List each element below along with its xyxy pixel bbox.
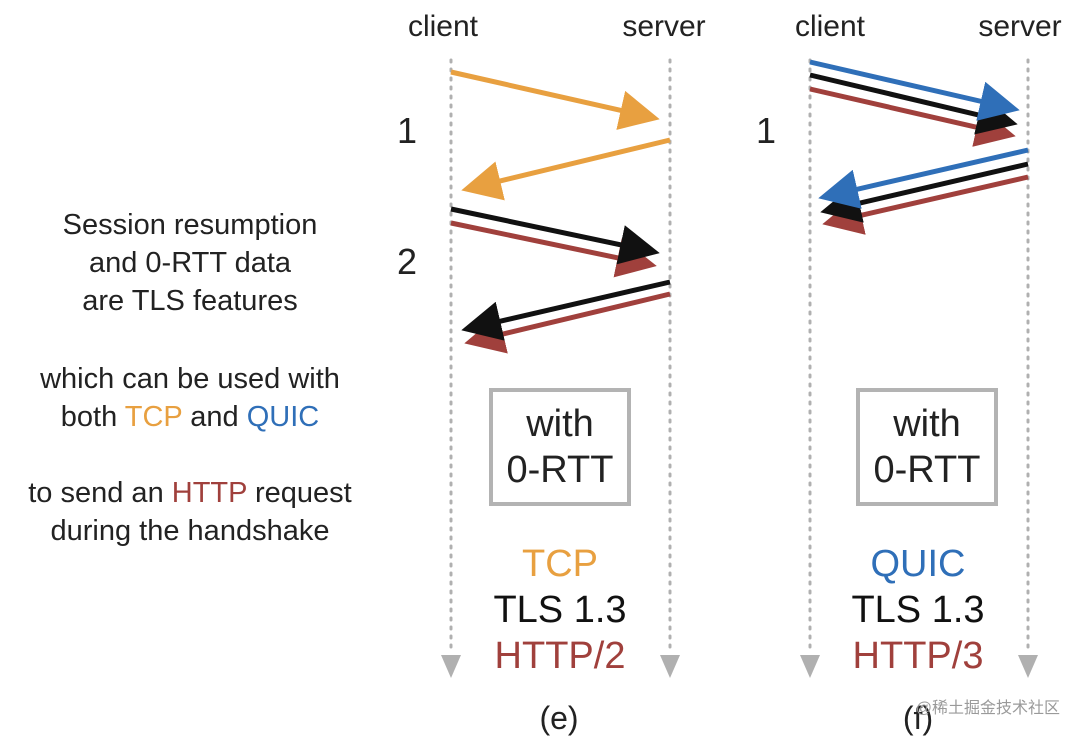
caption-e: (e): [539, 700, 579, 736]
protocol-stack-e: TCP TLS 1.3 HTTP/2: [450, 541, 670, 679]
tls-response-arrow-f: [820, 161, 1029, 223]
tcp-syn-arrow: [450, 69, 660, 130]
client-label-f: client: [795, 10, 866, 43]
explanation-para-1: Session resumption and 0-RTT data are TL…: [0, 206, 380, 320]
http-highlight: HTTP: [171, 477, 247, 509]
text-fragment: both: [60, 401, 125, 433]
quic-request-arrow-f: [809, 59, 1020, 121]
tls-label: TLS 1.3: [851, 589, 985, 631]
tls-request-arrow-e: [450, 206, 660, 265]
box-line-1: with: [893, 403, 961, 445]
protocol-stack-f: QUIC TLS 1.3 HTTP/3: [808, 541, 1028, 679]
server-timeline-f-arrowhead: [1018, 655, 1038, 678]
tls-request-arrow-f: [809, 72, 1018, 135]
tls-label: TLS 1.3: [493, 589, 627, 631]
explanation-line: which can be used with: [40, 363, 340, 395]
quic-highlight: QUIC: [246, 401, 320, 433]
explanation-line: and 0-RTT data: [88, 247, 292, 279]
box-line-1: with: [526, 403, 594, 445]
explanation-line: during the handshake: [50, 515, 330, 547]
step-1-label-e: 1: [397, 110, 417, 151]
caption-f: (f): [902, 700, 934, 736]
http-request-arrow-e: [450, 220, 657, 278]
server-label-e: server: [622, 10, 705, 43]
watermark: @稀土掘金技术社区: [915, 700, 1060, 717]
client-timeline-f-arrowhead: [800, 655, 820, 678]
transport-label: QUIC: [870, 543, 966, 585]
tcp-highlight: TCP: [124, 401, 183, 433]
zero-rtt-box-e: with 0-RTT: [489, 388, 631, 506]
explanation-para-3: to send an HTTP request during the hands…: [0, 474, 380, 550]
step-2-label-e: 2: [397, 241, 417, 282]
step-1-label-f: 1: [756, 110, 776, 151]
explanation-line: Session resumption: [62, 209, 318, 241]
text-fragment: request: [246, 477, 352, 509]
server-timeline-e-arrowhead: [660, 655, 680, 678]
zero-rtt-box-f: with 0-RTT: [856, 388, 998, 506]
explanation-line: both TCP and QUIC: [0, 398, 380, 436]
client-label-e: client: [408, 10, 479, 43]
explanation-line: to send an HTTP request: [0, 474, 380, 512]
explanation-line: are TLS features: [82, 285, 298, 317]
box-line-2: 0-RTT: [873, 449, 981, 491]
transport-label: TCP: [522, 543, 598, 585]
tcp-synack-arrow: [461, 137, 671, 201]
text-fragment: to send an: [28, 477, 172, 509]
http-label: HTTP/2: [494, 635, 626, 677]
explanation-para-2: which can be used with both TCP and QUIC: [0, 360, 380, 436]
box-line-2: 0-RTT: [506, 449, 614, 491]
http-response-arrow-f: [822, 174, 1029, 235]
http-response-arrow-e: [464, 291, 671, 354]
http-label: HTTP/3: [852, 635, 984, 677]
server-label-f: server: [978, 10, 1061, 43]
client-timeline-e-arrowhead: [441, 655, 461, 678]
quic-response-arrow-f: [818, 147, 1029, 209]
text-fragment: and: [182, 401, 247, 433]
tls-response-arrow-e: [461, 279, 671, 341]
http-request-arrow-f: [809, 86, 1016, 147]
